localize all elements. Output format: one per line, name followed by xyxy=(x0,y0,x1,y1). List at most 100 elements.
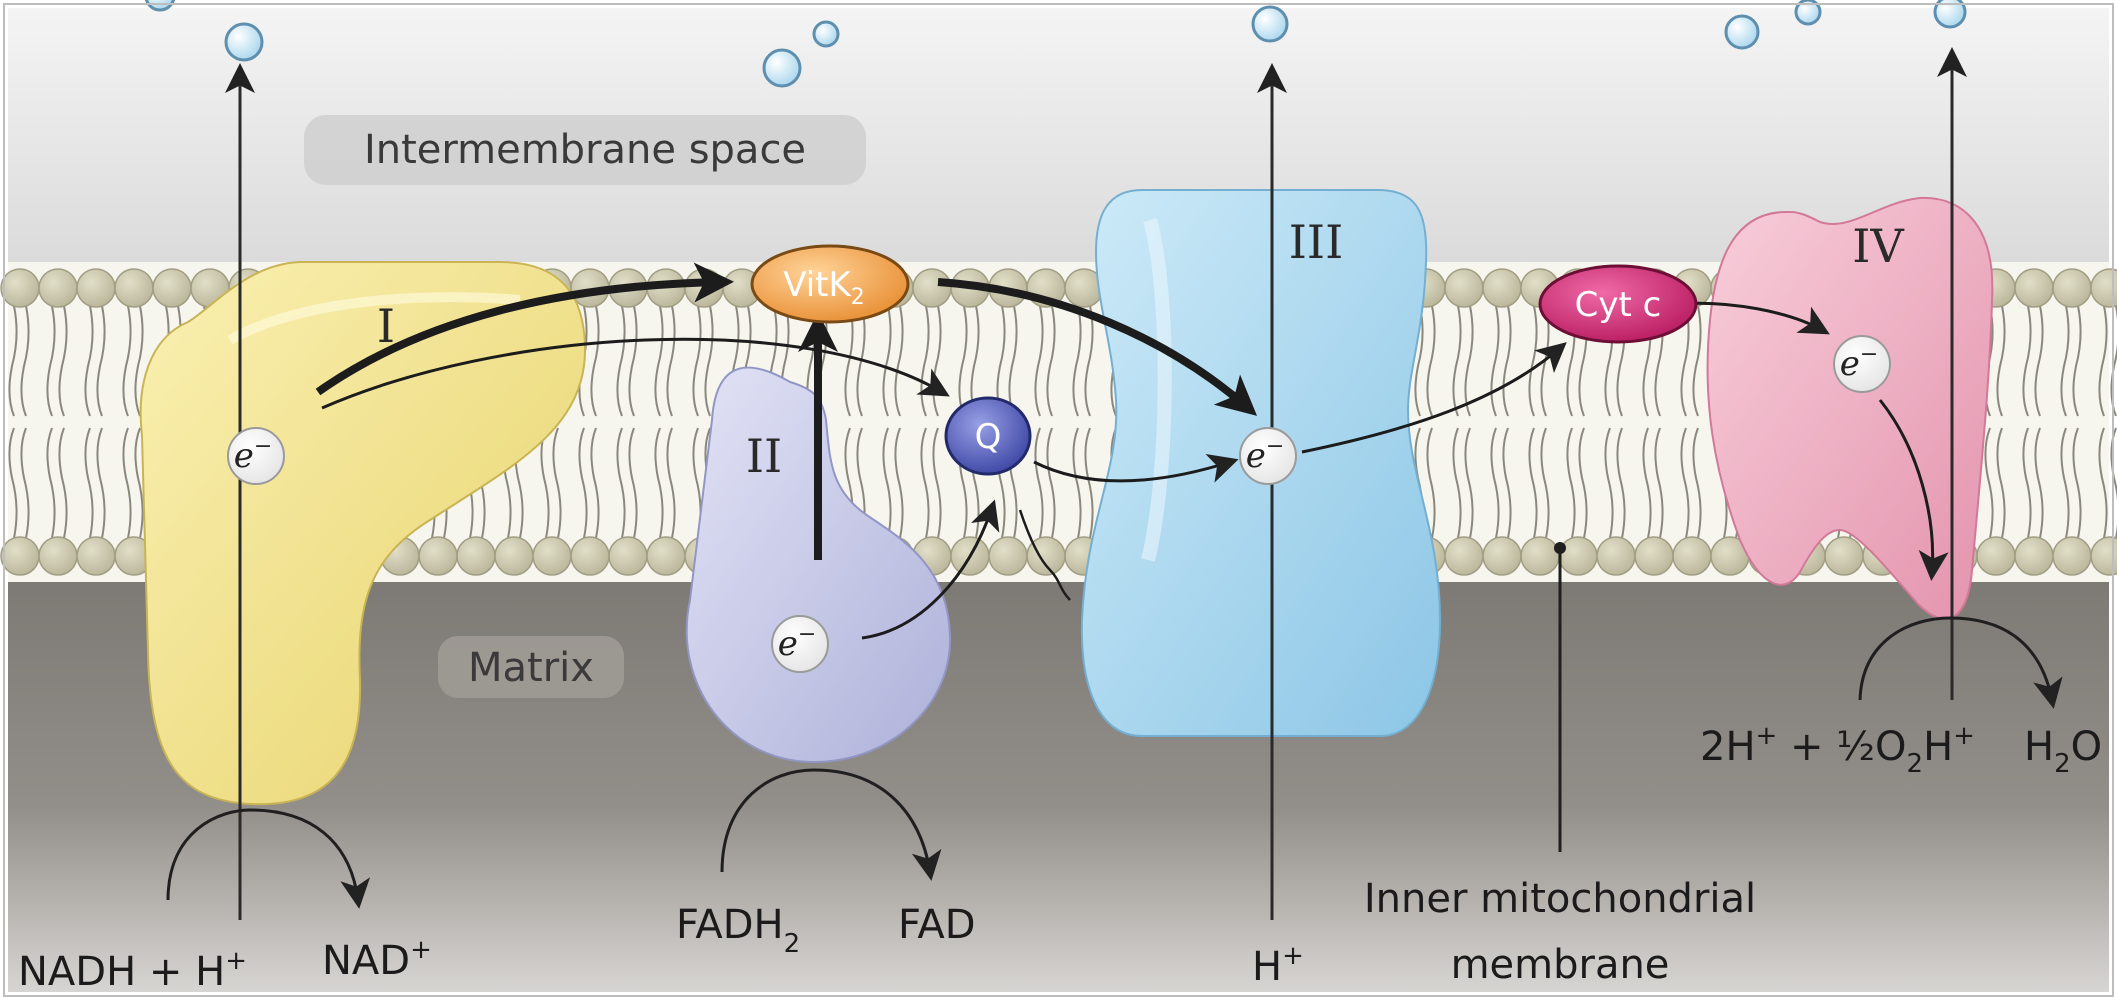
lipid-head xyxy=(418,536,458,576)
lipid-tail xyxy=(8,427,30,539)
complex-iii-label: III xyxy=(1289,215,1344,269)
lipid-head xyxy=(76,536,116,576)
lipid-tail xyxy=(1072,305,1094,417)
electron-badge-ii: e− xyxy=(771,615,829,673)
lipid-tail xyxy=(692,305,714,417)
lipid-tail xyxy=(616,427,638,539)
lipid-head xyxy=(2052,536,2092,576)
lipid-head xyxy=(114,268,154,308)
lipid-head xyxy=(1520,536,1560,576)
lipid-tail xyxy=(1604,427,1626,539)
lipid-tail xyxy=(616,305,638,417)
lipid-head xyxy=(1672,536,1712,576)
lipid-head xyxy=(456,536,496,576)
lipid-head xyxy=(38,268,78,308)
lipid-head xyxy=(608,536,648,576)
lipid-head xyxy=(38,536,78,576)
lipid-tail xyxy=(1414,305,1436,417)
lipid-head xyxy=(912,268,952,308)
arrow-q-to-iii xyxy=(1033,453,1239,483)
electron-badge-iii: e− xyxy=(1239,427,1297,485)
fad-label: FAD xyxy=(898,902,976,948)
lipid-tail xyxy=(920,305,942,417)
lipid-tail xyxy=(122,427,144,539)
lipid-tail xyxy=(654,305,676,417)
vitk2-carrier: VitK2 xyxy=(750,244,910,324)
lipid-tail xyxy=(2022,305,2044,417)
lipid-head xyxy=(494,536,534,576)
reaction-arcs xyxy=(166,616,2063,909)
inner-membrane-label-line2: membrane xyxy=(1451,942,1670,988)
proton-bubble xyxy=(1794,0,1822,26)
proton-bubble xyxy=(762,48,802,88)
lipid-tail xyxy=(1642,427,1664,539)
lipid-head xyxy=(1444,536,1484,576)
q-carrier: Q xyxy=(944,396,1032,476)
oxygen-reaction-label: 2H+ + ½O2H+ xyxy=(1700,721,1975,779)
svg-text:VitK2: VitK2 xyxy=(783,265,865,310)
complex-i-label: I xyxy=(377,299,395,353)
lipid-head xyxy=(1976,536,2016,576)
lipid-head xyxy=(646,536,686,576)
lipid-tail xyxy=(2060,305,2082,417)
lipid-head xyxy=(570,536,610,576)
lipid-head xyxy=(1482,268,1522,308)
lipid-tail xyxy=(122,305,144,417)
arrow-vitk2-to-iii xyxy=(937,278,1258,416)
svg-text:e−: e− xyxy=(1246,434,1285,476)
lipid-tail xyxy=(2060,427,2082,539)
lipid-tail xyxy=(1490,427,1512,539)
nad-label: NAD+ xyxy=(322,935,432,984)
arrow-iv-down xyxy=(1878,399,1949,581)
cyt-c-carrier: Cyt c xyxy=(1538,264,1698,344)
lipid-head xyxy=(1824,536,1864,576)
lipid-head xyxy=(76,268,116,308)
intermembrane-space-text: Intermembrane space xyxy=(364,127,806,173)
lipid-tail xyxy=(2022,427,2044,539)
oxygen-arc xyxy=(1858,616,2063,709)
lipid-tail xyxy=(1490,305,1512,417)
lipid-head xyxy=(532,536,572,576)
lipid-head xyxy=(1444,268,1484,308)
lipid-head xyxy=(0,536,40,576)
lipid-tail xyxy=(8,305,30,417)
complex-iv-label: IV xyxy=(1852,219,1904,273)
lipid-tail xyxy=(1452,427,1474,539)
lipid-tail xyxy=(1034,427,1056,539)
proton-bubble xyxy=(1724,14,1760,50)
arrow-iii-to-cytc xyxy=(1301,342,1567,454)
lipid-head xyxy=(684,268,724,308)
matrix-text: Matrix xyxy=(468,645,594,691)
lipid-head xyxy=(1634,536,1674,576)
lipid-tail xyxy=(1680,427,1702,539)
proton-bubble xyxy=(224,22,264,62)
lipid-head xyxy=(2090,268,2117,308)
lipid-tail xyxy=(1566,427,1588,539)
lipid-tail xyxy=(920,427,942,539)
arrow-i-to-q xyxy=(321,337,950,410)
q-label: Q xyxy=(975,417,1002,457)
lipid-tail xyxy=(1034,305,1056,417)
lipid-head xyxy=(2014,268,2054,308)
lipid-tail xyxy=(1680,305,1702,417)
arrow-i-to-vitk2 xyxy=(315,262,734,396)
proton-bubble xyxy=(1933,0,1967,29)
complex-ii-label: II xyxy=(746,429,782,483)
lipid-head xyxy=(0,268,40,308)
lipid-tail xyxy=(654,427,676,539)
lipid-head xyxy=(2090,536,2117,576)
electron-badge-i: e− xyxy=(227,427,285,485)
proton-bubbles xyxy=(145,0,1967,88)
lipid-tail xyxy=(1984,427,2006,539)
lipid-head xyxy=(1558,536,1598,576)
lipid-head xyxy=(988,536,1028,576)
lipid-head xyxy=(1482,536,1522,576)
figure-frame xyxy=(3,3,2114,997)
complex-ii: II xyxy=(685,366,952,764)
water-label: H2O xyxy=(2024,724,2102,779)
proton-channels xyxy=(225,47,1967,920)
lipid-tail xyxy=(578,427,600,539)
lipid-tail xyxy=(46,305,68,417)
fadh2-arc xyxy=(720,768,942,881)
